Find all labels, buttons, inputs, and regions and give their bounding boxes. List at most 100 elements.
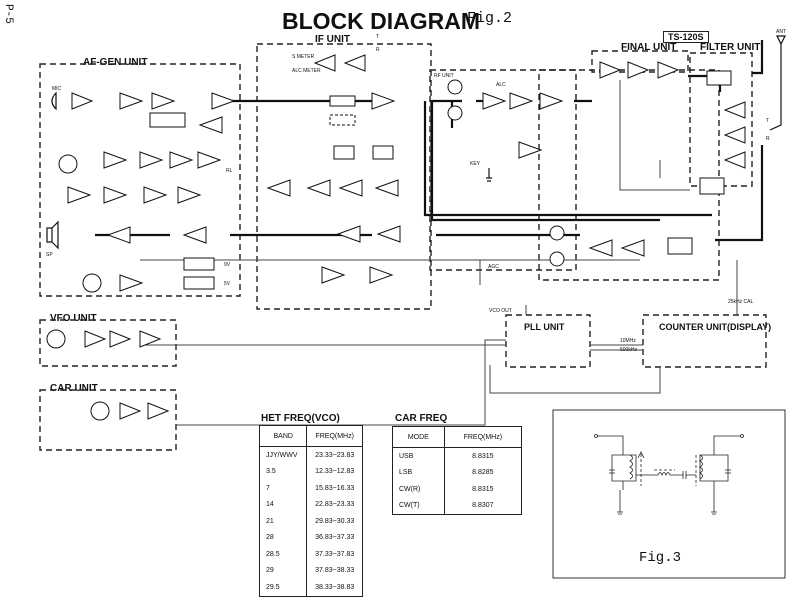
if-unit-label: IF UNIT bbox=[315, 34, 350, 45]
row-value: 12.33~12.83 bbox=[306, 463, 363, 480]
if-q3 bbox=[336, 225, 361, 243]
if-q9-10 bbox=[338, 179, 363, 197]
key-label: KEY bbox=[470, 161, 481, 167]
counter-unit-box bbox=[642, 314, 767, 368]
if-q2 bbox=[376, 225, 401, 243]
counter-display-label: (DISPLAY) bbox=[727, 322, 772, 332]
final-unit-label: FINAL UNIT bbox=[621, 42, 677, 53]
row-label: CW(T) bbox=[392, 497, 445, 515]
sw-gate bbox=[333, 145, 355, 160]
row-label: 14 bbox=[258, 496, 308, 513]
row-value: 8.8315 bbox=[443, 447, 523, 465]
amp-q16 bbox=[143, 186, 168, 204]
amp-q18 bbox=[71, 92, 94, 110]
if-q4 bbox=[343, 54, 366, 72]
het-header-band: BAND bbox=[258, 425, 308, 447]
if-r-label: R bbox=[376, 47, 380, 53]
rf-q1 bbox=[620, 239, 645, 257]
row-value: 8.8315 bbox=[443, 481, 523, 498]
amp-q19 bbox=[103, 151, 128, 169]
amp-q12 bbox=[211, 92, 236, 110]
car-osc bbox=[90, 401, 110, 421]
row-value: 37.83~38.33 bbox=[306, 562, 363, 579]
amp-q14 bbox=[67, 186, 92, 204]
vfo-q3 bbox=[109, 330, 132, 348]
t-label: T bbox=[766, 118, 769, 124]
s-meter-label: S METER bbox=[292, 54, 315, 60]
amp-q10 bbox=[119, 92, 144, 110]
rf-mix-q3 bbox=[549, 225, 565, 241]
ant-label: ANT bbox=[776, 29, 786, 35]
car-freq-row: CW(T)8.8307 bbox=[392, 497, 523, 515]
if-q11 bbox=[306, 179, 331, 197]
row-label: 28 bbox=[258, 529, 308, 546]
row-value: 22.83~23.33 bbox=[306, 496, 363, 513]
if-q5 bbox=[313, 54, 336, 72]
vfo-q4 bbox=[139, 330, 162, 348]
antenna-icon bbox=[776, 35, 786, 56]
mic-label: MIC bbox=[52, 86, 62, 92]
car-header-freq: FREQ(MHz) bbox=[443, 426, 523, 448]
speaker-icon bbox=[46, 220, 59, 250]
avr-5v bbox=[183, 276, 215, 290]
filter-q3 bbox=[723, 126, 746, 144]
final-q4-5 bbox=[657, 61, 680, 79]
rf-q7 bbox=[482, 92, 507, 110]
row-value: 36.83~37.33 bbox=[306, 529, 363, 546]
if-ssb-filter bbox=[329, 95, 356, 107]
row-value: 23.33~23.83 bbox=[306, 446, 363, 464]
avr-11v bbox=[699, 177, 725, 195]
avr-9v bbox=[183, 257, 215, 271]
vco-out-label: VCO OUT bbox=[489, 308, 512, 314]
rf-q2 bbox=[588, 239, 613, 257]
if-unit-box bbox=[256, 43, 432, 310]
amp-q22 bbox=[139, 151, 164, 169]
row-value: 37.33~37.83 bbox=[306, 546, 363, 563]
lpf bbox=[706, 70, 732, 86]
car-unit-label: CAR UNIT bbox=[50, 383, 98, 394]
amplifiers bbox=[67, 54, 746, 420]
amp-q24 bbox=[197, 151, 222, 169]
vfo-unit-label: VFO UNIT bbox=[50, 313, 97, 324]
amp-q15 bbox=[103, 186, 128, 204]
rf-unit-label: RF UNIT bbox=[434, 73, 454, 79]
rf-q10 bbox=[518, 141, 543, 159]
alc-meter-label: ALC METER bbox=[292, 68, 321, 74]
af-gen-unit-box bbox=[39, 63, 241, 297]
row-label: 29 bbox=[258, 562, 308, 579]
rf-mix-q6 bbox=[447, 105, 463, 121]
fig3-box bbox=[552, 409, 786, 579]
amp-q23 bbox=[169, 151, 194, 169]
agc-label: AGC bbox=[488, 264, 499, 270]
vfo-q2 bbox=[84, 330, 107, 348]
row-label: 28.5 bbox=[258, 546, 308, 563]
row-value: 29.83~30.33 bbox=[306, 513, 363, 530]
page-title: BLOCK DIAGRAM bbox=[282, 8, 481, 34]
car-header-mode: MODE bbox=[392, 426, 445, 448]
mic-icon bbox=[51, 91, 57, 111]
rf-q8 bbox=[509, 92, 534, 110]
if-q7 bbox=[369, 266, 394, 284]
f500khz-label: 500kHz bbox=[620, 347, 637, 353]
row-label: 21 bbox=[258, 513, 308, 530]
amp-q9 bbox=[119, 274, 144, 292]
af-gen-unit-label: AF-GEN UNIT bbox=[83, 57, 148, 68]
delay-block bbox=[149, 112, 186, 128]
het-freq-title: HET FREQ(VCO) bbox=[261, 413, 340, 424]
row-label: USB bbox=[392, 447, 445, 465]
het-header-freq: FREQ(MHz) bbox=[306, 425, 363, 447]
if-q6 bbox=[321, 266, 346, 284]
r-label: R bbox=[766, 136, 770, 142]
counter-unit-label: COUNTER UNIT bbox=[659, 322, 727, 332]
row-label: JJY/WWV bbox=[258, 446, 308, 464]
rf-unit-box bbox=[429, 69, 577, 271]
